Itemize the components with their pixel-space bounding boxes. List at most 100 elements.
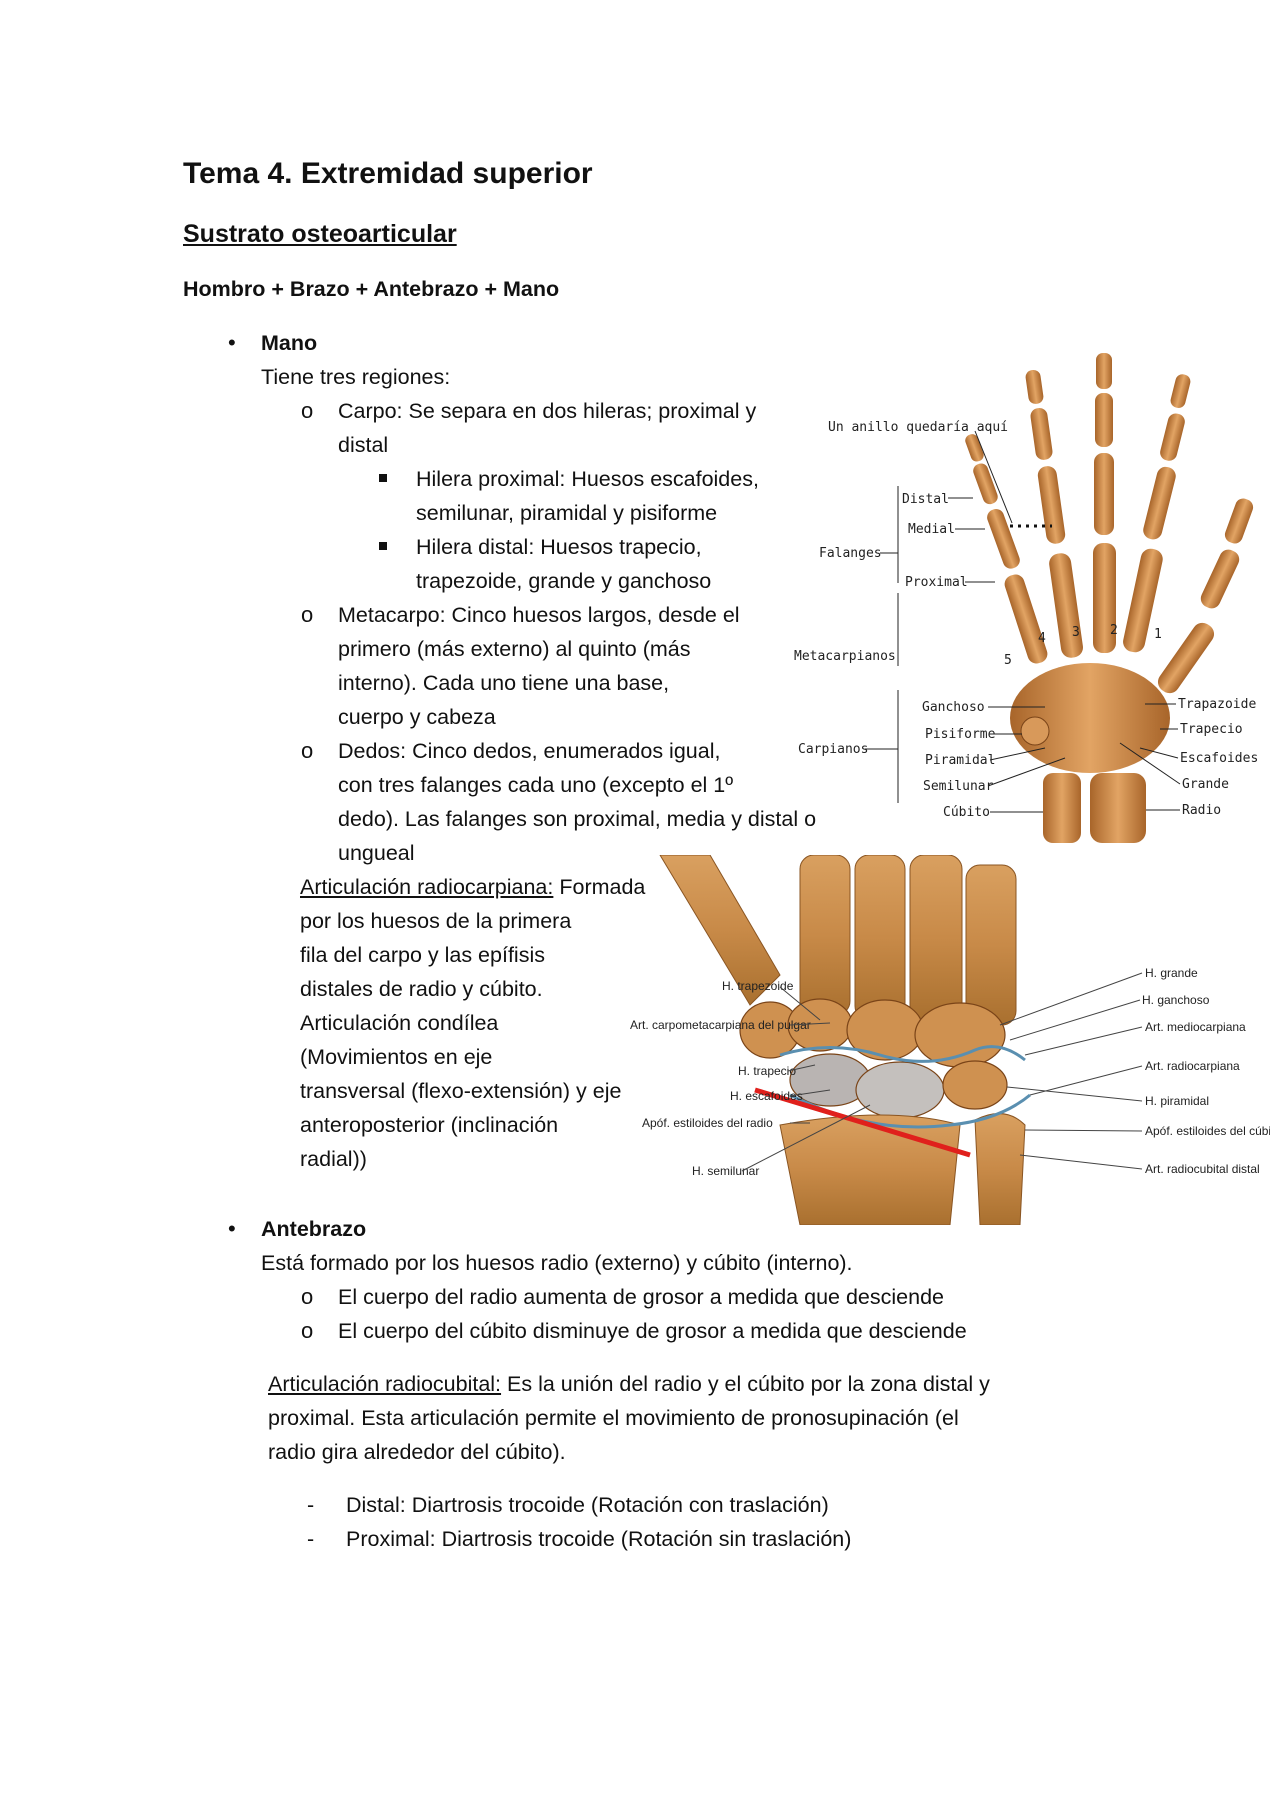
- bullet-dot: •: [228, 1216, 236, 1241]
- mano-heading: Mano: [261, 331, 318, 355]
- dedos-line-4: ungueal: [338, 841, 415, 865]
- leader-line: [1024, 1129, 1143, 1132]
- bullet-circle: o: [301, 1318, 314, 1343]
- radiocarpiana-line: distales de radio y cúbito.: [300, 977, 543, 1001]
- leader-line: [741, 1104, 871, 1172]
- leader-line: [1024, 1026, 1143, 1056]
- hand-skeleton-figure: Un anillo quedaría aquí Distal Medial Fa…: [794, 353, 1258, 843]
- thumb-bones: [1157, 498, 1254, 694]
- ulna-bone: [1043, 773, 1081, 843]
- metacarpo-line-4: cuerpo y cabeza: [338, 705, 496, 729]
- label-art-radiocarpiana: Art. radiocarpiana: [1145, 1059, 1240, 1073]
- dash-bullet: -: [307, 1527, 315, 1551]
- label-metacarpianos: Metacarpianos: [794, 649, 896, 664]
- dash-item: Proximal: Diartrosis trocoide (Rotación …: [346, 1527, 852, 1551]
- mediocarpal-line: [779, 1045, 1026, 1063]
- carpo-line-2: distal: [338, 433, 389, 457]
- radiocarpiana-first: Formada: [553, 875, 646, 899]
- radius-bone: [1090, 773, 1146, 843]
- label-h-grande: H. grande: [1145, 966, 1198, 980]
- leader-line: [1006, 1086, 1143, 1102]
- label-h-semilunar: H. semilunar: [692, 1164, 759, 1178]
- pisiform-bone: [1020, 716, 1050, 746]
- leader-line: [1029, 1065, 1143, 1096]
- label-medial: Medial: [908, 522, 955, 537]
- leader-line: [974, 430, 1013, 524]
- radiocarpiana-line: anteroposterior (inclinación: [300, 1113, 559, 1137]
- dedos-line-3: dedo). Las falanges son proximal, media …: [338, 807, 817, 831]
- page-title: Tema 4. Extremidad superior: [183, 157, 593, 190]
- radiocubital-line: proximal. Esta articulación permite el m…: [268, 1406, 959, 1430]
- hilera-distal-line-2: trapezoide, grande y ganchoso: [416, 569, 712, 593]
- radiocarpiana-label: Articulación radiocarpiana:: [300, 875, 554, 899]
- radiocarpiana-line: por los huesos de la primera: [300, 909, 572, 933]
- radiocarpiana-line: radial)): [300, 1147, 367, 1171]
- leader-line: [999, 972, 1143, 1026]
- radiocubital-label: Articulación radiocubital:: [268, 1372, 502, 1396]
- hilera-proximal-line-1: Hilera proximal: Huesos escafoides,: [416, 467, 759, 491]
- label-art-radiocubital: Art. radiocubital distal: [1145, 1162, 1260, 1176]
- bullet-circle: o: [301, 602, 314, 627]
- antebrazo-intro: Está formado por los huesos radio (exter…: [261, 1251, 853, 1275]
- label-escafoides: Escafoides: [1180, 751, 1258, 766]
- label-apof-radio: Apóf. estiloides del radio: [642, 1116, 773, 1130]
- label-trapezoide: Trapazoide: [1178, 697, 1256, 712]
- dash-item: Distal: Diartrosis trocoide (Rotación co…: [346, 1493, 829, 1517]
- mano-intro: Tiene tres regiones:: [261, 365, 451, 389]
- leader-line: [1139, 747, 1179, 759]
- leader-line: [1019, 1154, 1143, 1170]
- antebrazo-heading: Antebrazo: [261, 1217, 367, 1241]
- radiocarpiana-line: (Movimientos en eje: [300, 1045, 493, 1069]
- label-falanges: Falanges: [819, 546, 882, 561]
- label-trapecio: Trapecio: [1180, 722, 1243, 737]
- label-carpianos: Carpianos: [798, 742, 868, 757]
- leader-line: [987, 757, 1066, 787]
- bullet-circle: o: [301, 398, 314, 423]
- dedos-line-2: con tres falanges cada uno (excepto el 1…: [338, 773, 734, 797]
- leader-line: [989, 747, 1046, 761]
- label-art-mediocarpiana: Art. mediocarpiana: [1145, 1020, 1246, 1034]
- radiocubital-line: radio gira alrededor del cúbito).: [268, 1440, 566, 1464]
- leader-line: [1009, 999, 1141, 1041]
- leader-line: [1119, 742, 1181, 785]
- bullet-circle: o: [301, 1284, 314, 1309]
- metacarpo-line-3: interno). Cada uno tiene una base,: [338, 671, 670, 695]
- radiocubital-first: Es la unión del radio y el cúbito por la…: [501, 1372, 990, 1396]
- hilera-proximal-line-2: semilunar, piramidal y pisiforme: [416, 501, 718, 525]
- bullet-dot: •: [228, 330, 236, 355]
- antebrazo-item: El cuerpo del radio aumenta de grosor a …: [338, 1285, 944, 1309]
- label-anillo: Un anillo quedaría aquí: [828, 420, 1008, 435]
- label-h-ganchoso: H. ganchoso: [1142, 993, 1210, 1007]
- label-radio: Radio: [1182, 803, 1221, 818]
- carpal-bones: [1010, 663, 1170, 773]
- wrist-joint-figure: H. trapezoide Art. carpometacarpiana del…: [630, 855, 1270, 1225]
- label-art-carpometacarpiana: Art. carpometacarpiana del pulgar: [630, 1018, 811, 1032]
- metacarpo-line-2: primero (más externo) al quinto (más: [338, 637, 691, 661]
- label-h-piramidal: H. piramidal: [1145, 1094, 1209, 1108]
- radiocubital-line-1: Articulación radiocubital: Es la unión d…: [268, 1367, 990, 1401]
- label-h-trapecio: H. trapecio: [738, 1064, 796, 1078]
- radiocarpiana-line: transversal (flexo-extensión) y eje: [300, 1079, 622, 1103]
- leader-line: [787, 1064, 816, 1072]
- label-apof-cubito: Apóf. estiloides del cúbito: [1145, 1124, 1270, 1138]
- label-n3: 3: [1072, 625, 1080, 640]
- radiocarpiana-line: Articulación condílea: [300, 1011, 499, 1035]
- radiocarpiana-line: fila del carpo y las epífisis: [300, 943, 545, 967]
- label-n1: 1: [1154, 627, 1162, 642]
- label-distal: Distal: [902, 492, 949, 507]
- metacarpal-bones: [659, 855, 1017, 1026]
- radiocarpiana-line-1: Articulación radiocarpiana: Formada: [300, 870, 645, 904]
- label-n5: 5: [1004, 653, 1012, 668]
- label-h-escafoides: H. escafoides: [730, 1089, 803, 1103]
- label-grande: Grande: [1182, 777, 1229, 792]
- bullet-square: [379, 542, 387, 550]
- label-proximal: Proximal: [905, 575, 968, 590]
- subtitle: Hombro + Brazo + Antebrazo + Mano: [183, 277, 560, 301]
- label-piramidal: Piramidal: [925, 753, 995, 768]
- label-n4: 4: [1038, 631, 1046, 646]
- carpo-line-1: Carpo: Se separa en dos hileras; proxima…: [338, 399, 757, 423]
- forearm-bones: [779, 1113, 1026, 1225]
- section-heading: Sustrato osteoarticular: [183, 220, 457, 248]
- label-ganchoso: Ganchoso: [922, 700, 985, 715]
- label-n2: 2: [1110, 623, 1118, 638]
